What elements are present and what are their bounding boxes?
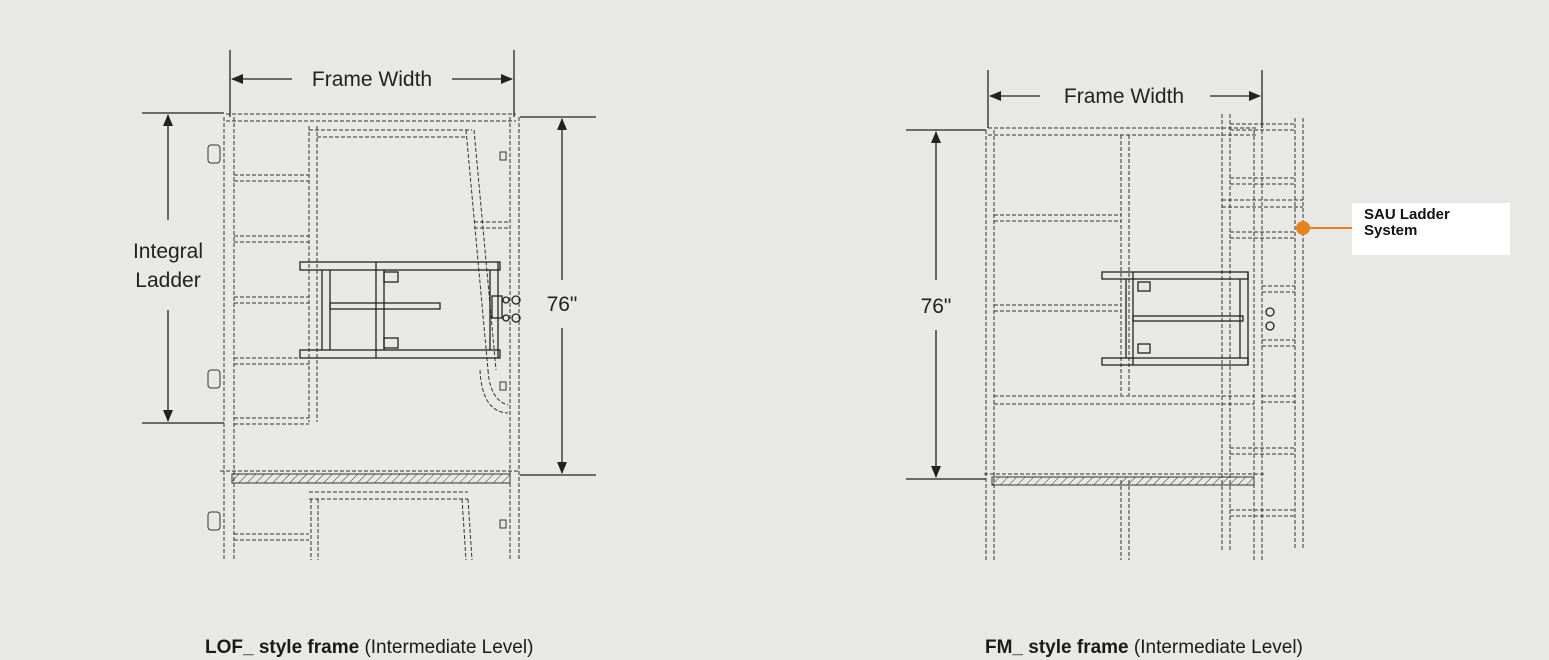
right-caption: FM_ style frame (Intermediate Level) <box>985 637 1303 659</box>
left-caption-rest: (Intermediate Level) <box>359 637 534 658</box>
left-ladder-label-line1: Integral <box>133 240 203 263</box>
callout-line1: SAU Ladder <box>1364 206 1450 223</box>
right-plank <box>991 476 1255 486</box>
right-caption-bold: FM_ style frame <box>985 637 1129 658</box>
right-frame-width-label: Frame Width <box>1064 85 1184 108</box>
callout-line2: System <box>1364 222 1418 239</box>
callout-dot <box>1296 221 1310 235</box>
left-height-label: 76" <box>547 293 578 316</box>
right-height-label: 76" <box>921 295 952 318</box>
right-caption-rest: (Intermediate Level) <box>1128 637 1303 658</box>
fm-frame-diagram: Frame Width 76" <box>906 70 1372 560</box>
left-ladder-label-line2: Ladder <box>135 269 200 292</box>
left-caption: LOF_ style frame (Intermediate Level) <box>205 637 533 659</box>
left-frame-width-label: Frame Width <box>312 68 432 91</box>
lof-frame-diagram: Frame Width Integral Ladder 76" <box>133 50 596 561</box>
sau-ladder-callout: SAU Ladder System <box>1352 203 1510 255</box>
left-caption-bold: LOF_ style frame <box>205 637 360 658</box>
left-plank <box>231 473 511 484</box>
